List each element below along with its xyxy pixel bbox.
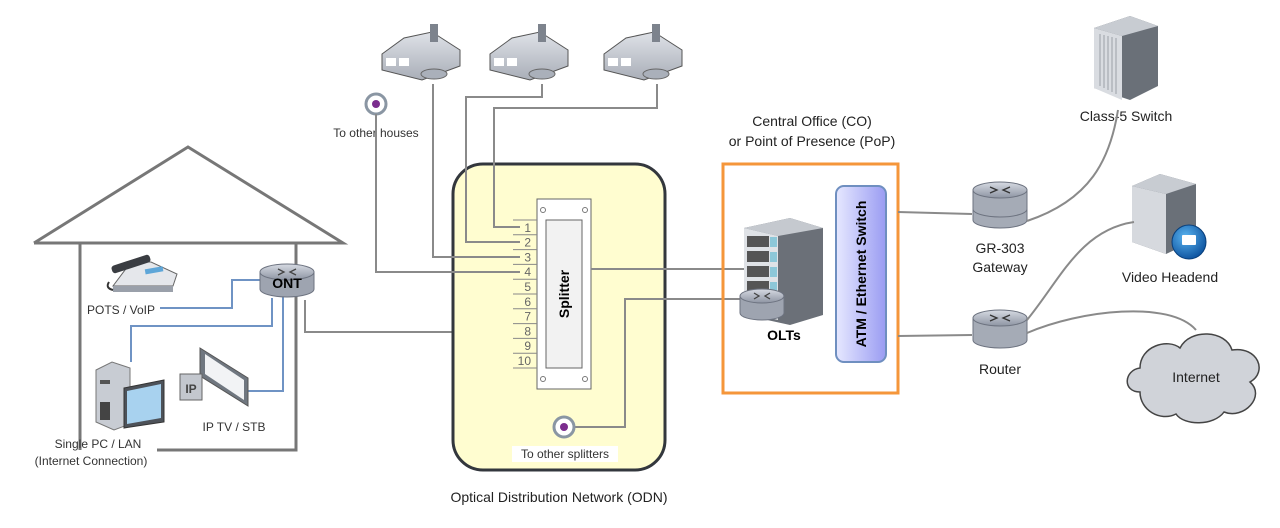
drop-wires: [375, 84, 658, 273]
home-wiring: [130, 279, 284, 392]
house-roof: [33, 145, 349, 245]
other-splitters-label: To other splitters: [521, 447, 609, 461]
router-arrows-icon: [277, 268, 297, 276]
video-headend-icon[interactable]: [1132, 174, 1207, 260]
co-title-line1: Central Office (CO): [752, 113, 872, 129]
central-office-box: [721, 162, 900, 395]
splitter-port-2[interactable]: 2: [524, 236, 531, 250]
pc-label-line1: Single PC / LAN: [55, 437, 142, 451]
splitter-port-4[interactable]: 4: [524, 265, 531, 279]
splitter[interactable]: Splitter: [536, 198, 592, 390]
atm-ethernet-switch[interactable]: [835, 185, 887, 363]
pc-icon: [95, 361, 165, 431]
splitter-port-8[interactable]: 8: [524, 324, 531, 338]
splitter-port-10[interactable]: 10: [518, 354, 532, 368]
ont-device[interactable]: ONT: [259, 263, 315, 298]
splitter-port-3[interactable]: 3: [524, 250, 531, 264]
internet-label: Internet: [1172, 369, 1220, 385]
class5-switch-icon[interactable]: [1094, 16, 1158, 100]
splitter-port-6[interactable]: 6: [524, 295, 531, 309]
gateway-label-line2: Gateway: [972, 259, 1027, 275]
gateway-to-class5-wire: [1026, 109, 1119, 222]
remote-house-3[interactable]: [603, 24, 683, 81]
co-to-router-wire: [897, 334, 973, 337]
video-headend-label: Video Headend: [1122, 269, 1218, 285]
atm-switch-label: ATM / Ethernet Switch: [853, 201, 869, 348]
pc-label-line2: (Internet Connection): [35, 454, 148, 468]
internet-cloud-icon[interactable]: [1126, 333, 1260, 424]
olt-label: OLTs: [767, 327, 801, 343]
other-splitters-wire: [574, 298, 745, 428]
router-icon[interactable]: [972, 309, 1028, 349]
ont-label: ONT: [272, 275, 302, 291]
splitter-port-9[interactable]: 9: [524, 339, 531, 353]
router-label: Router: [979, 361, 1021, 377]
svg-text:IP: IP: [185, 382, 196, 396]
remote-house-1[interactable]: [381, 24, 461, 81]
phone-icon: [106, 254, 178, 292]
remote-house-2[interactable]: [489, 24, 569, 81]
co-to-gateway-wire: [897, 211, 973, 215]
customer-house: [33, 145, 349, 452]
splitter-port-1[interactable]: 1: [524, 221, 531, 235]
router-to-internet-wire: [1026, 310, 1197, 334]
splitter-port-5[interactable]: 5: [524, 280, 531, 294]
olt-router-icon[interactable]: [739, 288, 785, 321]
gateway-label-line1: GR-303: [975, 240, 1024, 256]
iptv-label: IP TV / STB: [203, 420, 266, 434]
iptv-icon: IP: [179, 347, 249, 407]
co-title-line2: or Point of Presence (PoP): [729, 133, 896, 149]
ont-to-splitter-wire: [304, 300, 520, 333]
gr303-gateway-icon[interactable]: [972, 181, 1028, 229]
splitter-port-7[interactable]: 7: [524, 310, 531, 324]
house-wall-right: [157, 243, 298, 452]
class5-switch-label: Class-5 Switch: [1080, 108, 1173, 124]
splitter-label: Splitter: [556, 269, 572, 318]
phone-label: POTS / VoIP: [87, 303, 155, 317]
router-to-video-wire: [1026, 221, 1135, 321]
odn-title: Optical Distribution Network (ODN): [450, 489, 667, 505]
